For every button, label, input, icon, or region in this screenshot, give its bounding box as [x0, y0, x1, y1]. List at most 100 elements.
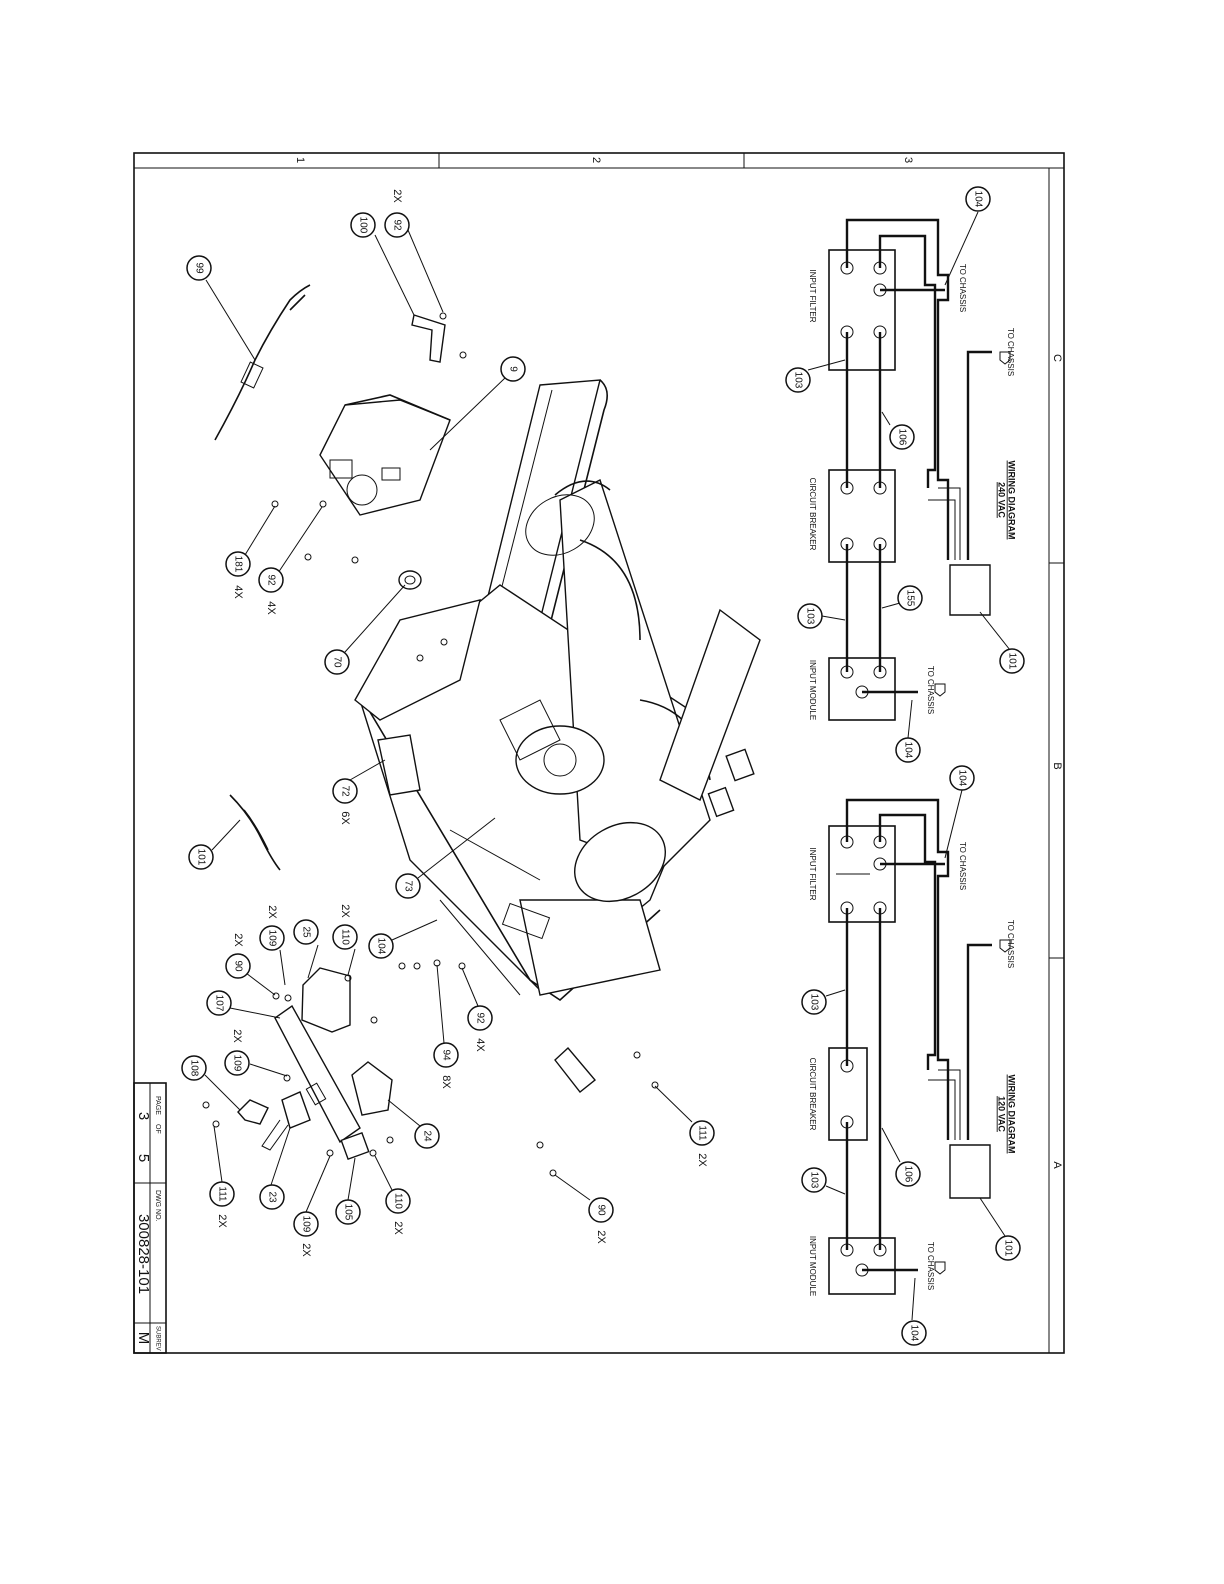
to-chassis-240-cord: TO CHASSIS: [1006, 328, 1015, 376]
callout-120-103-top: 103: [808, 994, 819, 1011]
zone-label-b: B: [1051, 762, 1063, 769]
leader-lines: [204, 229, 693, 1213]
drawing-frame: 1 2 3 C B A: [133, 152, 1065, 1354]
power-cord-plug-240: [949, 564, 991, 616]
filter-24: [351, 1061, 393, 1116]
power-cord-plug-120: [949, 1144, 991, 1199]
callout-90-a: 90: [232, 960, 243, 972]
callout-9: 9: [507, 366, 518, 372]
frame-border: [133, 152, 1065, 1354]
qty-181: 4X: [232, 585, 244, 599]
callout-balloons: 99 100 92 2X 9 181 4X 92 4X 70 72 6X 101…: [181, 189, 715, 1257]
cable-101: [229, 794, 281, 871]
qty-72: 6X: [339, 811, 351, 825]
input-module-240: [828, 657, 896, 721]
callout-100: 100: [357, 217, 368, 234]
zone-label-c: C: [1051, 354, 1063, 362]
input-filter-240-label: INPUT FILTER: [808, 269, 817, 322]
callout-23: 23: [266, 1191, 277, 1203]
subrev-value: M: [135, 1332, 152, 1345]
panel-plate-107: [274, 1004, 361, 1144]
callout-111-b: 111: [216, 1186, 227, 1202]
dwg-label: DWG NO.: [154, 1190, 161, 1222]
callout-104: 104: [375, 938, 386, 955]
drive-motor: [515, 725, 605, 795]
qty-92-b: 4X: [265, 601, 277, 615]
callout-92-c: 92: [474, 1012, 485, 1024]
input-filter-240: [828, 249, 896, 371]
callout-109-c: 109: [300, 1216, 311, 1233]
callout-240-103-bottom: 103: [804, 608, 815, 625]
wiring-diagram-120vac: WIRING DIAGRAM 120 VAC INPUT FILTER CIRC…: [801, 765, 1021, 1346]
roller-drum: [559, 479, 711, 871]
callout-240-106: 106: [896, 429, 907, 446]
callout-92-a: 92: [391, 219, 402, 231]
title-block: PAGE OF 3 5 DWG NO. 300828-101 SUBREV M: [133, 1082, 167, 1354]
to-chassis-120-module: TO CHASSIS: [926, 1242, 935, 1290]
zone-label-2: 2: [590, 157, 602, 163]
callout-25: 25: [300, 926, 311, 938]
callout-240-104-top: 104: [972, 191, 983, 208]
to-chassis-120-filter: TO CHASSIS: [958, 842, 967, 890]
callout-105: 105: [342, 1204, 353, 1221]
circuit-breaker-240: [828, 469, 896, 563]
grommet: [398, 570, 422, 590]
callout-72: 72: [339, 785, 350, 797]
to-chassis-240-filter: TO CHASSIS: [958, 264, 967, 312]
qty-92-c: 4X: [474, 1038, 486, 1052]
callout-120-101: 101: [1002, 1240, 1013, 1257]
qty-110-b: 2X: [392, 1221, 404, 1235]
wiring-240-voltage: 240 VAC: [997, 482, 1007, 518]
page-label: PAGE: [154, 1096, 161, 1115]
qty-109-b: 2X: [231, 1029, 243, 1043]
exploded-assembly: 99 100 92 2X 9 181 4X 92 4X 70 72 6X 101…: [181, 189, 761, 1257]
input-filter-120-label: INPUT FILTER: [808, 847, 817, 900]
wiring-120-voltage: 120 VAC: [997, 1096, 1007, 1132]
callout-109-a: 109: [266, 930, 277, 947]
callout-70: 70: [331, 656, 342, 668]
switch-105: [340, 1131, 370, 1161]
drawing-number: 300828-101: [135, 1214, 152, 1294]
input-module-240-label: INPUT MODULE: [808, 660, 817, 720]
wiring-240-title: WIRING DIAGRAM: [1007, 461, 1017, 540]
callout-240-155: 155: [904, 590, 915, 607]
callout-107: 107: [213, 995, 224, 1012]
page-number: 3: [135, 1112, 152, 1120]
callout-73: 73: [402, 880, 413, 892]
inlet-23: [281, 1091, 311, 1129]
qty-90-a: 2X: [232, 933, 244, 947]
bracket-108: [237, 1099, 269, 1125]
qty-109-c: 2X: [300, 1243, 312, 1257]
input-filter-120: [828, 825, 896, 923]
to-chassis-240-module: TO CHASSIS: [926, 666, 935, 714]
callout-110-b: 110: [392, 1193, 403, 1209]
qty-111-a: 2X: [696, 1153, 708, 1167]
to-chassis-120-cord: TO CHASSIS: [1006, 920, 1015, 968]
qty-111-b: 2X: [216, 1214, 228, 1228]
chassis-flag-240-cord: [999, 351, 1011, 365]
qty-94: 8X: [440, 1075, 452, 1089]
callout-92-b: 92: [265, 574, 276, 586]
qty-109-a: 2X: [266, 905, 278, 919]
bracket-100: [411, 314, 446, 363]
zone-label-3: 3: [902, 157, 914, 163]
callout-240-101: 101: [1006, 653, 1017, 670]
control-box: [319, 399, 451, 516]
callout-120-106: 106: [902, 1166, 913, 1183]
lower-rail: [659, 608, 761, 801]
callout-24: 24: [421, 1130, 432, 1142]
callout-109-b: 109: [231, 1055, 242, 1072]
callout-101: 101: [195, 849, 206, 866]
cable-99: [214, 284, 311, 441]
circuit-breaker-120-label: CIRCUIT BREAKER: [808, 1058, 817, 1131]
callout-90-b: 90: [595, 1204, 606, 1216]
circuit-breaker-240-label: CIRCUIT BREAKER: [808, 478, 817, 551]
callout-94: 94: [440, 1049, 451, 1061]
subrev-label: SUBREV: [154, 1326, 160, 1351]
input-module-120: [828, 1237, 896, 1295]
qty-92-a: 2X: [391, 189, 403, 203]
of-label: OF: [154, 1124, 161, 1134]
callout-111-a: 111: [696, 1125, 707, 1141]
wiring-120-title: WIRING DIAGRAM: [1007, 1075, 1017, 1154]
